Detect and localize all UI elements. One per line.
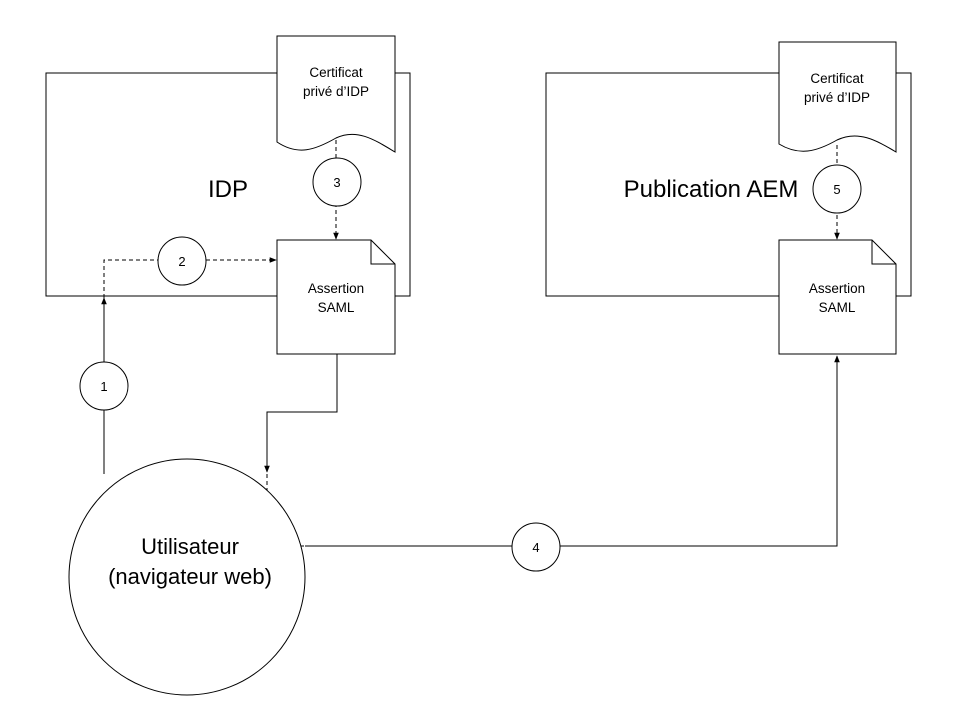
idp-title: IDP [208, 176, 248, 203]
user-label-line2: (navigateur web) [108, 564, 272, 589]
idp-certificate: Certificat privé d’IDP [276, 35, 396, 153]
step-4-label: 4 [532, 540, 539, 555]
step-1-marker: 1 [79, 361, 129, 411]
connector-step-4 [305, 355, 840, 547]
step-2-marker: 2 [157, 236, 207, 286]
step-5-marker: 5 [812, 164, 862, 214]
aem-title: Publication AEM [624, 176, 799, 203]
idp-certificate-line2: privé d’IDP [303, 84, 369, 99]
aem-certificate: Certificat privé d’IDP [778, 41, 897, 153]
idp-certificate-line1: Certificat [309, 65, 363, 80]
idp-assertion: Assertion SAML [276, 239, 396, 355]
user-circle: Utilisateur (navigateur web) [68, 458, 306, 696]
aem-assertion-line1: Assertion [809, 281, 865, 296]
user-label-line1: Utilisateur [141, 534, 239, 559]
aem-assertion-line2: SAML [819, 300, 856, 315]
aem-assertion: Assertion SAML [778, 239, 897, 355]
idp-assertion-line1: Assertion [308, 281, 364, 296]
step-3-marker: 3 [312, 157, 362, 207]
idp-assertion-line2: SAML [318, 300, 355, 315]
connector-step-2 [103, 257, 277, 298]
step-4-marker: 4 [511, 522, 561, 572]
step-3-label: 3 [333, 175, 340, 190]
aem-certificate-line1: Certificat [810, 71, 864, 86]
step-2-label: 2 [178, 254, 185, 269]
connector-assertion-to-user [264, 354, 338, 473]
step-5-label: 5 [833, 182, 840, 197]
step-1-label: 1 [100, 379, 107, 394]
aem-certificate-line2: privé d’IDP [804, 90, 870, 105]
